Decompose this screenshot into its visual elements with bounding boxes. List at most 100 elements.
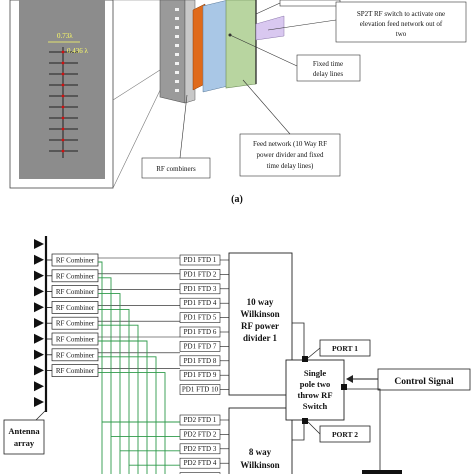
rf-combiner xyxy=(51,301,99,314)
array-feed-point xyxy=(61,94,65,98)
green-feed-line xyxy=(98,340,148,474)
green-feed-line xyxy=(98,293,121,474)
rf-combiner xyxy=(51,269,99,283)
output-terminal xyxy=(362,470,402,474)
array-feed-point xyxy=(61,116,65,120)
ftd-box xyxy=(179,472,221,474)
array-feed-point xyxy=(61,105,65,109)
divider-1-line4: divider 1 xyxy=(243,333,278,343)
array-feed-point xyxy=(61,83,65,87)
rf-combiners: RF Combiner RF Combiner RF Combiner RF Comb… xyxy=(46,253,180,377)
antenna-array-line2: array xyxy=(14,438,35,448)
switch-port-2-terminal xyxy=(302,418,308,424)
antenna-element xyxy=(34,318,44,328)
rf-combiner xyxy=(51,253,99,267)
combiner-slot xyxy=(175,35,179,38)
divider-1-box xyxy=(228,252,293,396)
spacing-label-a: 0.73λ xyxy=(57,32,73,40)
ftd-label: PD1 FTD 6 xyxy=(184,328,217,336)
array-feed-point xyxy=(61,138,65,142)
rf-combiner-label: RF Combiner xyxy=(56,257,95,265)
spacing-label-b: 0.436 λ xyxy=(67,47,89,55)
callout-feed-line2: power divider and fixed xyxy=(256,151,324,159)
combiner-slot xyxy=(175,80,179,83)
antenna-element xyxy=(34,286,44,297)
port-1-label: PORT 1 xyxy=(332,344,358,353)
divider-2-line1: 8 way xyxy=(249,447,272,457)
callout-switch-line2: elevation feed network out of xyxy=(360,20,443,28)
array-feed-point xyxy=(61,61,65,65)
antenna-element xyxy=(34,239,44,249)
rf-combiner xyxy=(51,285,99,298)
array-feed-point xyxy=(61,72,65,76)
green-feed-line xyxy=(98,324,139,474)
antenna-element xyxy=(34,349,44,360)
rf-combiner-label: RF Combiner xyxy=(56,336,95,344)
rf-combiner xyxy=(51,348,99,362)
array-photo xyxy=(19,0,105,179)
callout-switch-leader2 xyxy=(267,19,337,31)
antenna-element xyxy=(34,254,44,265)
rf-combiner-label: RF Combiner xyxy=(56,351,95,359)
array-feed-point xyxy=(61,127,65,131)
callout-combiners-leader xyxy=(179,94,188,159)
control-signal-label: Control Signal xyxy=(394,377,454,387)
combiner-slot xyxy=(175,44,179,47)
antenna-element xyxy=(34,333,44,344)
ftd-label: PD2 FTD 3 xyxy=(184,445,217,453)
callout-switch-line1: SP2T RF switch to activate one xyxy=(357,10,445,18)
rf-combiner-label: RF Combiner xyxy=(56,272,95,280)
combiner-slot xyxy=(175,8,179,11)
switch-line3: throw RF xyxy=(297,390,332,400)
combiner-slot xyxy=(175,53,179,56)
delay-line-board xyxy=(202,0,229,93)
ftd-label: PD1 FTD 9 xyxy=(184,371,217,379)
array-elements xyxy=(49,50,78,153)
ftd-label: PD1 FTD 10 xyxy=(182,386,219,394)
divider-2-to-switch xyxy=(292,420,305,441)
switch-line1: Single xyxy=(304,368,326,378)
rf-switch-box xyxy=(285,359,345,421)
antenna-element xyxy=(34,381,44,392)
switch-output-line xyxy=(347,388,381,470)
combiner-slot xyxy=(175,71,179,74)
callout-feed-leader xyxy=(242,79,291,135)
callout-switch-leader xyxy=(255,2,281,15)
caption-a: (a) xyxy=(231,194,243,205)
zoom-line-mid xyxy=(112,69,161,101)
callout-delay-dot xyxy=(228,33,232,37)
green-feed-line xyxy=(98,261,103,474)
ftd-label: PD1 FTD 2 xyxy=(184,270,217,278)
rf-combiner-block xyxy=(159,0,186,104)
panel-a: 0.73λ 0.436 λ SP2T RF switch to activate… xyxy=(9,0,467,205)
divider-2-line2: Wilkinson xyxy=(240,460,279,470)
callout-switch-box xyxy=(335,1,467,43)
divider-1-line3: RF power xyxy=(241,321,279,331)
rf-combiner xyxy=(51,332,99,346)
callout-delay-box xyxy=(296,54,361,82)
divider-1-line1: 10 way xyxy=(247,297,274,307)
feed-network-board xyxy=(225,0,257,89)
ftd-label: PD1 FTD 8 xyxy=(184,357,217,365)
switch-line4: Switch xyxy=(303,401,328,411)
rf-combiner-label: RF Combiner xyxy=(56,320,95,328)
switch-port-1-terminal xyxy=(302,356,308,362)
combiner-slot xyxy=(175,17,179,20)
green-feed-lines xyxy=(98,261,180,474)
antenna-array-box xyxy=(3,419,45,455)
callout-delay-line2: delay lines xyxy=(313,70,343,78)
switch-line2: pole two xyxy=(300,379,330,389)
ftd-label: PD1 FTD 5 xyxy=(184,314,217,322)
combiner-slot xyxy=(175,62,179,65)
switch-control-terminal xyxy=(341,384,347,390)
array-feed-point xyxy=(61,149,65,153)
antenna-element xyxy=(34,270,44,281)
antenna-element xyxy=(34,302,44,313)
callout-switch-top xyxy=(279,0,341,7)
divider-1-to-switch xyxy=(292,322,305,360)
rf-combiner-label: RF Combiner xyxy=(56,288,95,296)
switch-module xyxy=(255,15,285,41)
callout-combiners-box xyxy=(141,157,211,179)
rf-combiner xyxy=(51,364,99,377)
